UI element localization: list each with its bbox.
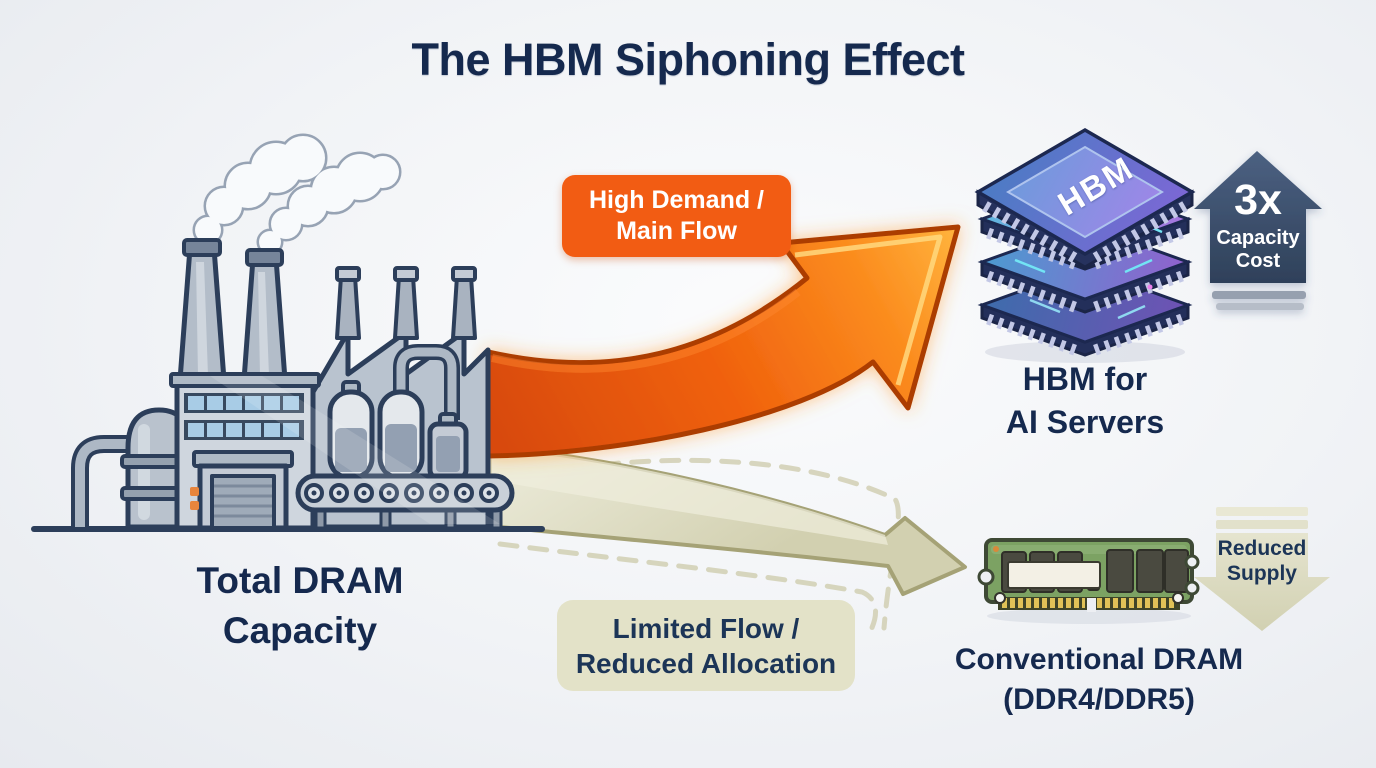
- main-flow-arrow: [485, 224, 961, 459]
- pipe-icon: [71, 435, 128, 527]
- pcb-dot: [993, 546, 999, 552]
- smokestack-icon: [177, 238, 288, 383]
- reduced-supply-down-arrow: [1194, 507, 1330, 631]
- factory-building: [169, 372, 321, 531]
- roof-chimneys: [335, 266, 477, 340]
- limited-flow-arrow-highlight: [490, 446, 888, 545]
- factory-illustration: [31, 133, 545, 532]
- main-flow-top-sheen: [491, 288, 801, 373]
- limited-flow-arrow: [488, 444, 967, 635]
- indicator-dot: [190, 487, 199, 496]
- windows: [184, 393, 304, 440]
- edge-notch: [1184, 580, 1200, 596]
- conveyor-icon: [295, 473, 515, 530]
- process-vessels: [327, 344, 469, 481]
- main-flow-arrowhead-rim: [794, 234, 943, 386]
- dram-module-icon: [977, 538, 1200, 624]
- limited-flow-dashed-upper: [569, 457, 901, 631]
- edge-notch: [977, 568, 995, 586]
- limited-flow-dashed-lower: [497, 541, 879, 635]
- dram-label-sticker: [1007, 561, 1101, 589]
- mount-hole: [1172, 592, 1184, 604]
- hbm-chip-stack-icon: [974, 127, 1196, 363]
- indicator-dot: [190, 501, 199, 510]
- edge-notch: [1184, 554, 1200, 570]
- light-reflection: [210, 376, 500, 524]
- capacity-cost-up-arrow: [1194, 151, 1322, 310]
- dram-pins: [998, 597, 1180, 612]
- mount-hole: [994, 592, 1006, 604]
- garage-door: [192, 450, 294, 531]
- smoke-icon: [192, 133, 402, 256]
